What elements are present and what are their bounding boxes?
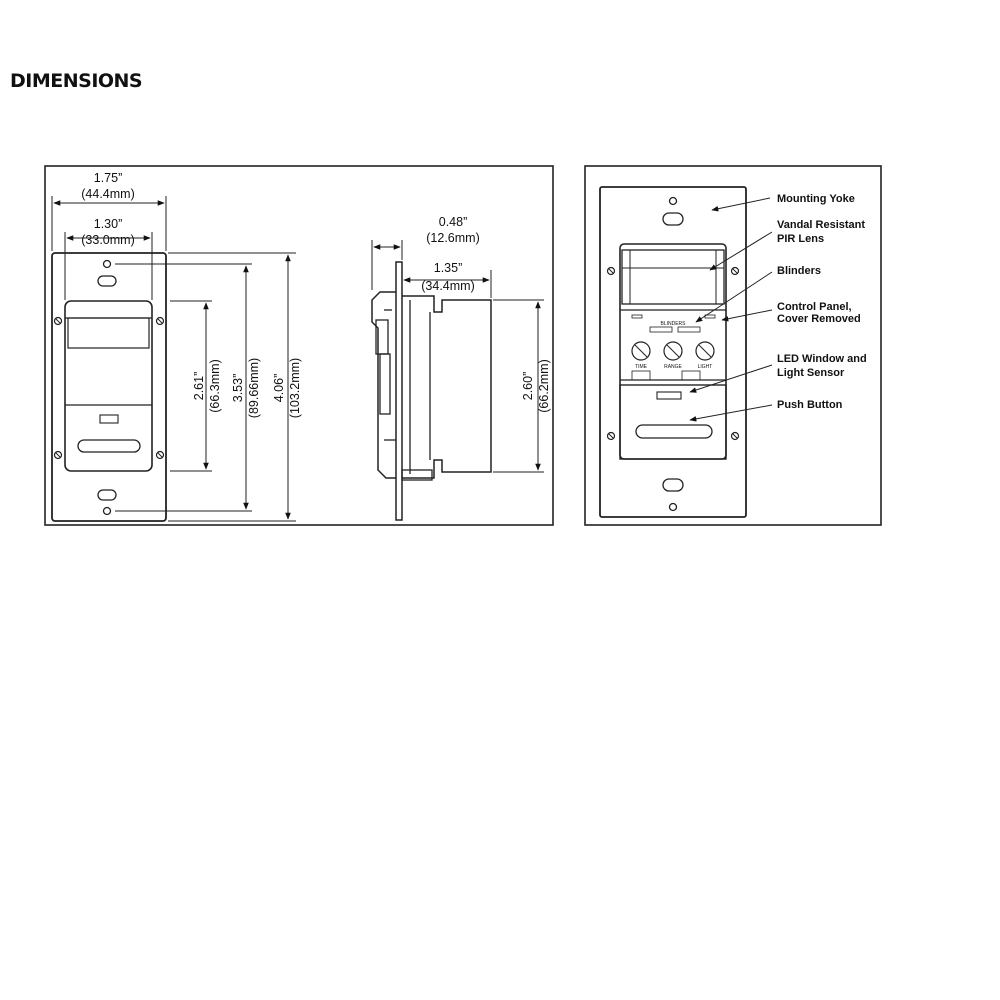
callout-led-window-line1: LED Window and <box>777 353 867 365</box>
dial-light-label: LIGHT <box>698 364 713 370</box>
dim-plate-depth-inch: 0.48” <box>439 215 468 229</box>
dim-body-height-inch: 2.60” <box>521 372 535 401</box>
dim-body-depth-inch: 1.35” <box>434 261 463 275</box>
callout-pir-lens-line2: PIR Lens <box>777 233 824 245</box>
dim-width-inner-inch: 1.30” <box>94 217 123 231</box>
callout-leaders <box>689 197 773 422</box>
dim-width-outer-mm: (44.4mm) <box>81 187 134 201</box>
dim-height-screws-mm: (89.66mm) <box>247 358 261 418</box>
dim-height-plate-inch: 4.06” <box>272 374 286 403</box>
dim-height-lens-mm: (66.3mm) <box>208 359 222 412</box>
dim-body-height-mm: (66.2mm) <box>537 359 551 412</box>
callout-device <box>599 186 747 518</box>
dim-height-lens-inch: 2.61” <box>192 372 206 401</box>
dim-body-depth-mm: (34.4mm) <box>421 279 474 293</box>
callout-push-button: Push Button <box>777 399 843 411</box>
callout-pir-lens-line1: Vandal Resistant <box>777 219 865 231</box>
front-width-dims <box>51 196 167 300</box>
left-panel-frame <box>44 165 554 526</box>
right-panel-frame <box>584 165 882 526</box>
dim-width-outer-inch: 1.75” <box>94 171 123 185</box>
callout-control-panel-line1: Control Panel, <box>777 301 852 313</box>
dim-plate-depth-mm: (12.6mm) <box>426 231 479 245</box>
blinders-label: BLINDERS <box>660 321 686 327</box>
section-heading: DIMENSIONS <box>10 70 143 92</box>
front-height-dims <box>115 252 296 522</box>
dim-height-plate-mm: (103.2mm) <box>288 358 302 418</box>
dim-width-inner-mm: (33.0mm) <box>81 233 134 247</box>
callout-led-window-line2: Light Sensor <box>777 367 845 379</box>
dim-height-screws-inch: 3.53” <box>231 374 245 403</box>
side-view <box>371 261 492 521</box>
front-view <box>51 252 167 522</box>
dial-range-label: RANGE <box>664 364 682 370</box>
callout-control-panel-line2: Cover Removed <box>777 313 861 325</box>
callout-blinders: Blinders <box>777 265 821 277</box>
callout-mounting-yoke: Mounting Yoke <box>777 193 855 205</box>
dial-time-label: TIME <box>635 364 648 370</box>
side-dims <box>371 240 544 473</box>
